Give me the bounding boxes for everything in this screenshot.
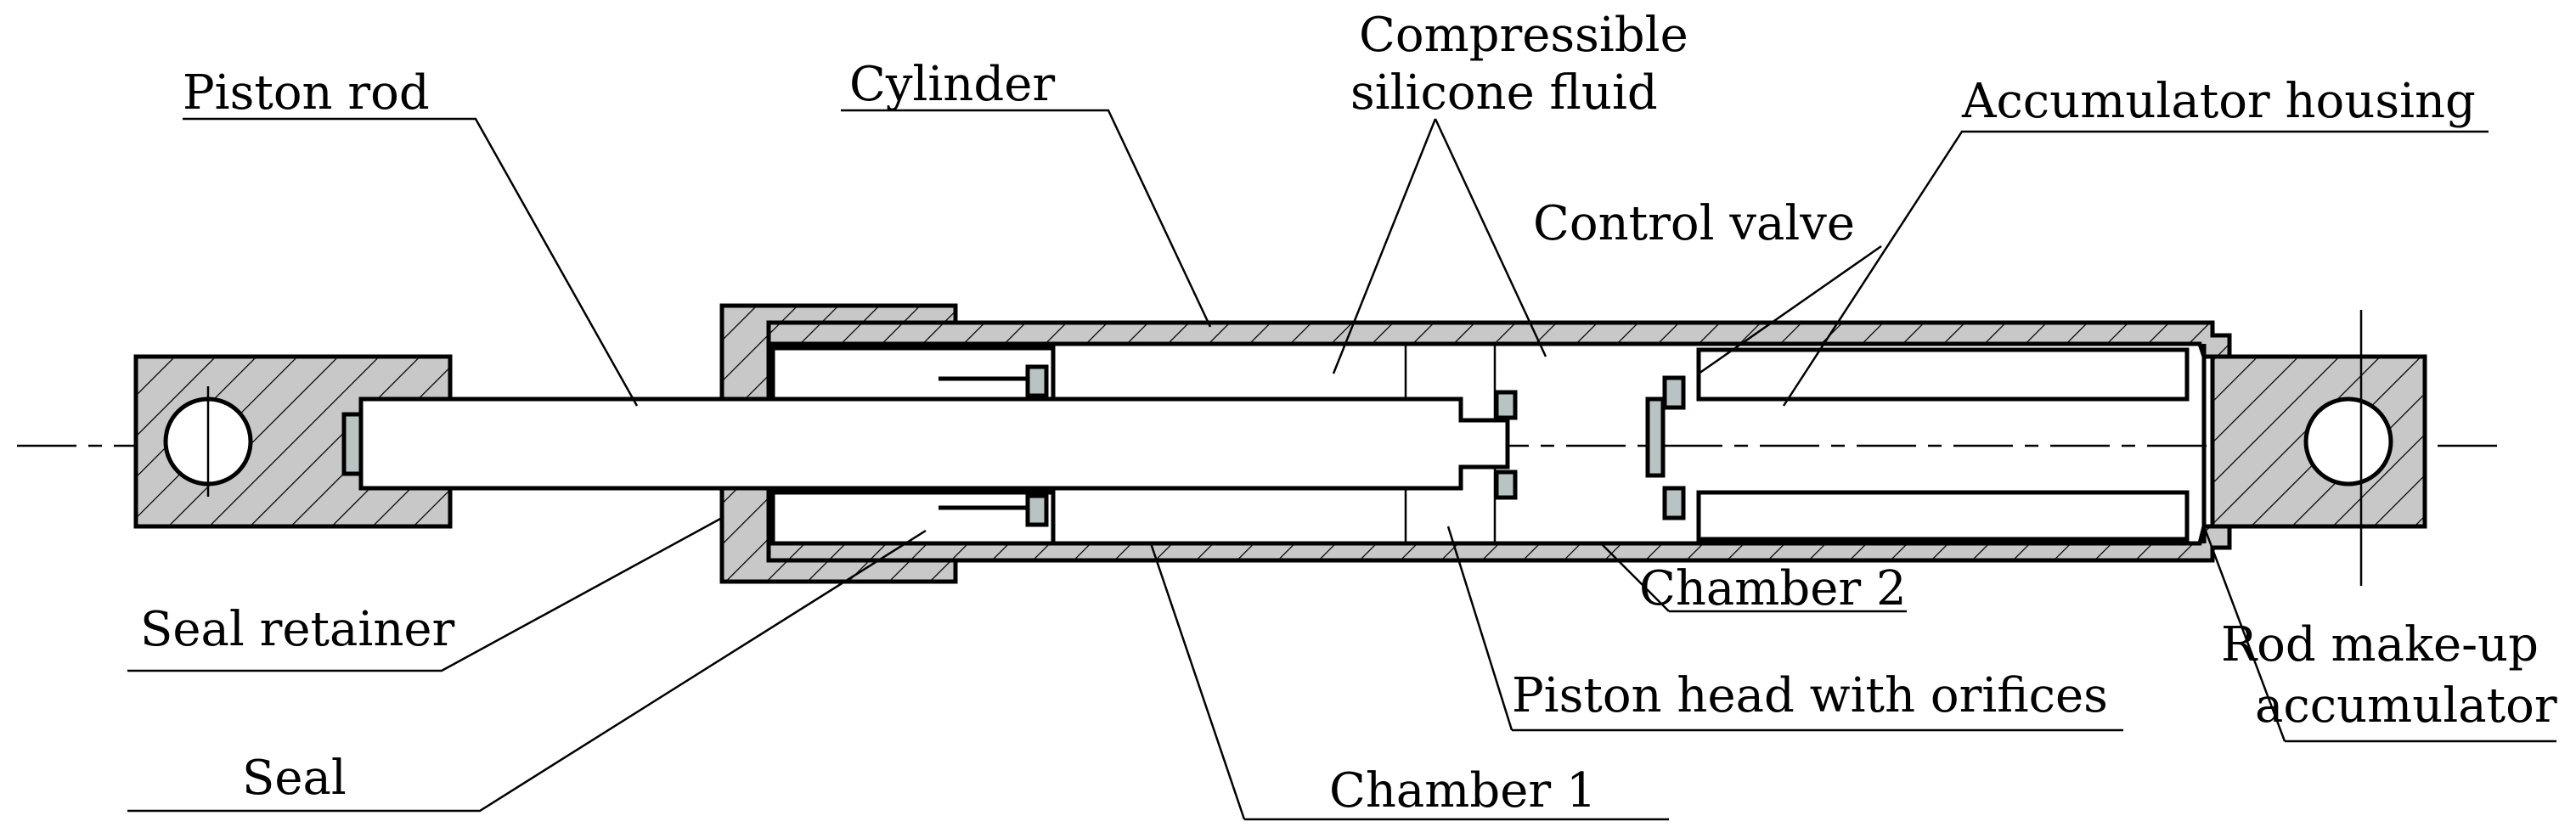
label-accumulator-housing: Accumulator housing — [1961, 74, 2476, 129]
label-fluid-line2: silicone fluid — [1350, 65, 1658, 121]
piston-rod — [358, 397, 1510, 491]
label-fluid-line1: Compressible — [1359, 8, 1688, 63]
piston-head — [1404, 344, 1518, 543]
label-seal-retainer: Seal retainer — [140, 602, 455, 657]
label-rod-makeup-line2: accumulator — [2255, 678, 2557, 734]
label-seal: Seal — [242, 751, 347, 806]
label-piston-head: Piston head with orifices — [1512, 668, 2108, 723]
label-rod-makeup-line1: Rod make-up — [2221, 617, 2539, 672]
control-valve — [1645, 375, 1686, 520]
label-control-valve: Control valve — [1533, 196, 1855, 251]
leader-lines — [127, 109, 2556, 821]
label-chamber-1: Chamber 1 — [1329, 763, 1597, 818]
cylinder — [766, 320, 2232, 563]
label-piston-rod: Piston rod — [183, 65, 430, 121]
right-rod-eye — [2210, 310, 2427, 586]
label-cylinder: Cylinder — [849, 57, 1055, 112]
label-chamber-2: Chamber 2 — [1639, 561, 1907, 616]
accumulator-housing — [1696, 347, 2190, 542]
seals — [341, 346, 1056, 546]
